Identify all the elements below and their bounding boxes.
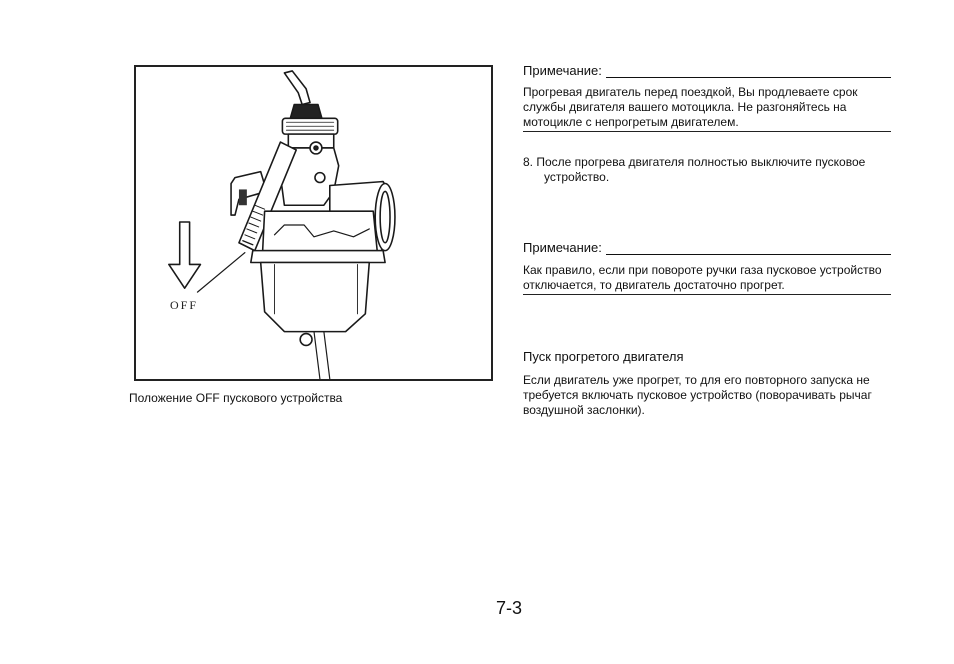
note-2-text: Как правило, если при повороте ручки газ… bbox=[523, 263, 891, 295]
step-8: 8. После прогрева двигателя полностью вы… bbox=[523, 155, 893, 185]
step-8-line-1: 8. После прогрева двигателя полностью вы… bbox=[523, 155, 866, 169]
off-label: OFF bbox=[170, 298, 199, 312]
step-8-line-2: устройство. bbox=[544, 170, 610, 184]
note-2-heading: Примечание: bbox=[523, 240, 891, 255]
note-1-title: Примечание: bbox=[523, 63, 602, 78]
page-number: 7-3 bbox=[496, 598, 523, 618]
note-2-title: Примечание: bbox=[523, 240, 602, 255]
warm-start-text: Если двигатель уже прогрет, то для его п… bbox=[523, 373, 872, 417]
down-arrow-icon bbox=[168, 221, 202, 289]
note-1-rule bbox=[605, 67, 891, 78]
note-1-heading: Примечание: bbox=[523, 63, 891, 78]
note-2-rule bbox=[605, 244, 891, 255]
carburetor-figure: OFF bbox=[134, 65, 493, 381]
warm-start-title: Пуск прогретого двигателя bbox=[523, 349, 684, 364]
note-1-text: Прогревая двигатель перед поездкой, Вы п… bbox=[523, 85, 891, 132]
carburetor-illustration bbox=[168, 70, 396, 379]
figure-caption: Положение OFF пускового устройства bbox=[129, 391, 343, 405]
